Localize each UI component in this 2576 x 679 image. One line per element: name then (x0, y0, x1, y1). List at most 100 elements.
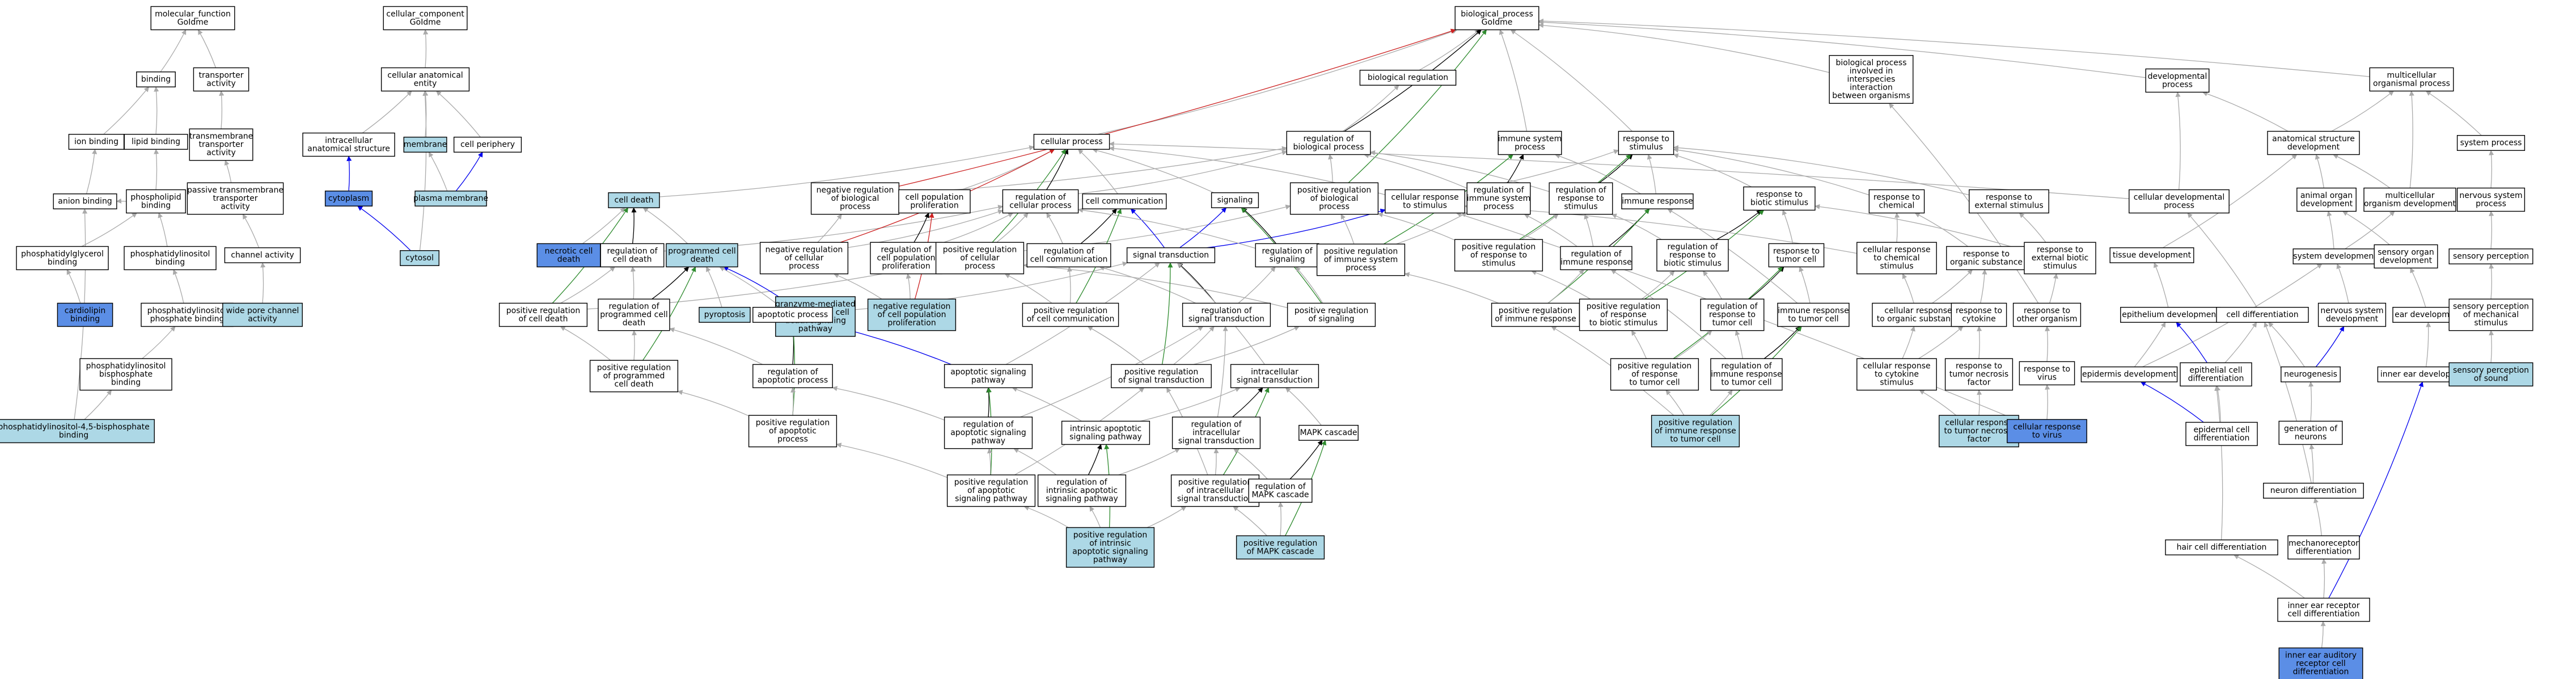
edge-is-a (1665, 390, 1685, 416)
node-box (752, 364, 833, 389)
node-label-line: regulation of (881, 246, 932, 255)
node-box (1868, 189, 1925, 214)
node-label-line: phosphatidylglycerol (21, 250, 104, 259)
edge-is-a (1013, 448, 1057, 475)
nodes-layer: molecular_functionGoIdmecellular_compone… (0, 6, 2533, 679)
node-label-line: cellular response (1391, 193, 1458, 202)
edge-is-a (1089, 506, 1101, 528)
node-box (1656, 239, 1729, 272)
node-box (1061, 420, 1150, 445)
edge-is-a (1109, 141, 2129, 199)
node-label-line: of signaling (1308, 314, 1354, 323)
edge-is-a (423, 29, 429, 68)
edge-is-a (2410, 267, 2426, 307)
node-label-line: of cell death (519, 314, 568, 323)
node-label-line: MAPK cascade (1300, 428, 1357, 437)
node-label-line: cell death (613, 255, 652, 264)
node-box (666, 243, 738, 268)
edge-is-a (1067, 266, 1073, 303)
node-label-line: involved in (1850, 67, 1893, 76)
node-label-line: activity (221, 203, 250, 212)
edge-is-a (2154, 262, 2169, 307)
edge-is-a (1919, 390, 1957, 416)
node-label-line: nervous system (2320, 306, 2383, 315)
edge-regulates (1716, 209, 1762, 240)
edge-is-a (2214, 385, 2223, 540)
node-box (946, 474, 1036, 507)
node-label-line: of cell communication (1027, 314, 1115, 323)
edge-is-a (1918, 326, 1964, 359)
node-box (2007, 419, 2087, 444)
node-label-line: regulation of (607, 247, 658, 256)
edge-is-a (1404, 272, 1499, 304)
go-term-node-pi45bp: phosphatidylinositol-4,5-bisphosphatebin… (0, 419, 155, 444)
node-box (2019, 361, 2075, 386)
node-label-line: binding (141, 75, 171, 84)
edge-is-a (428, 151, 448, 192)
node-label-line: of immune system (1324, 255, 1398, 264)
edge-is-a (848, 209, 1004, 248)
node-box (2185, 421, 2258, 446)
node-box (1768, 243, 1825, 268)
node-label-line: positive regulation (1462, 243, 1536, 252)
edge-is-a (435, 90, 481, 138)
node-label-line: organismal process (2373, 79, 2450, 88)
node-label-line: proliferation (887, 319, 936, 328)
node-box (2145, 68, 2210, 93)
node-box (1454, 6, 1539, 31)
node-box (124, 134, 188, 150)
node-label-line: of biological (1310, 194, 1359, 203)
node-label-line: signal transduction (1237, 376, 1313, 385)
node-label-line: pathway (798, 324, 832, 334)
node-label-line: transmembrane (189, 132, 253, 141)
node-label-line: receptor cell (2296, 659, 2346, 668)
node-label-line: activity (206, 79, 236, 88)
node-label-line: signal transduction (1177, 495, 1253, 504)
node-label-line: chemical (1879, 201, 1915, 210)
node-label-line: positive regulation (1659, 419, 1732, 428)
edge-is-a (419, 90, 428, 251)
edge-regulates (1046, 149, 1069, 190)
node-label-line: response to (1956, 362, 2002, 371)
edge-occurs (357, 205, 411, 251)
node-box (2296, 187, 2357, 212)
node-label-line: anatomical structure (2272, 134, 2355, 144)
node-label-line: immune system (1467, 194, 1531, 203)
go-term-node-cell-death: cell death (608, 192, 660, 208)
node-label-line: signal transduction (1188, 314, 1264, 323)
edge-is-a (1340, 213, 1355, 244)
node-label-line: neurons (2295, 432, 2327, 441)
node-label-line: tumor necrosis (1949, 370, 2008, 379)
node-label-line: of programmed (603, 372, 665, 381)
edge-is-a (2345, 210, 2395, 250)
node-label-line: response to (1873, 193, 1920, 202)
node-label-line: stimulus (1564, 203, 1597, 212)
edge-is-a (1641, 271, 1675, 300)
node-label-line: tumor cell (1712, 319, 1753, 328)
node-label-line: regulation of (1015, 193, 1066, 202)
go-term-node-cellular-process: cellular process (1033, 134, 1110, 150)
edge-pos (1161, 262, 1173, 365)
node-label-line: cardiolipin (65, 306, 106, 315)
node-box (748, 415, 837, 448)
go-term-node-tissue-dev: tissue development (2109, 247, 2194, 263)
node-label-line: lipid binding (132, 137, 180, 146)
edge-is-a (1673, 145, 1969, 196)
node-label-line: development (2287, 142, 2340, 151)
